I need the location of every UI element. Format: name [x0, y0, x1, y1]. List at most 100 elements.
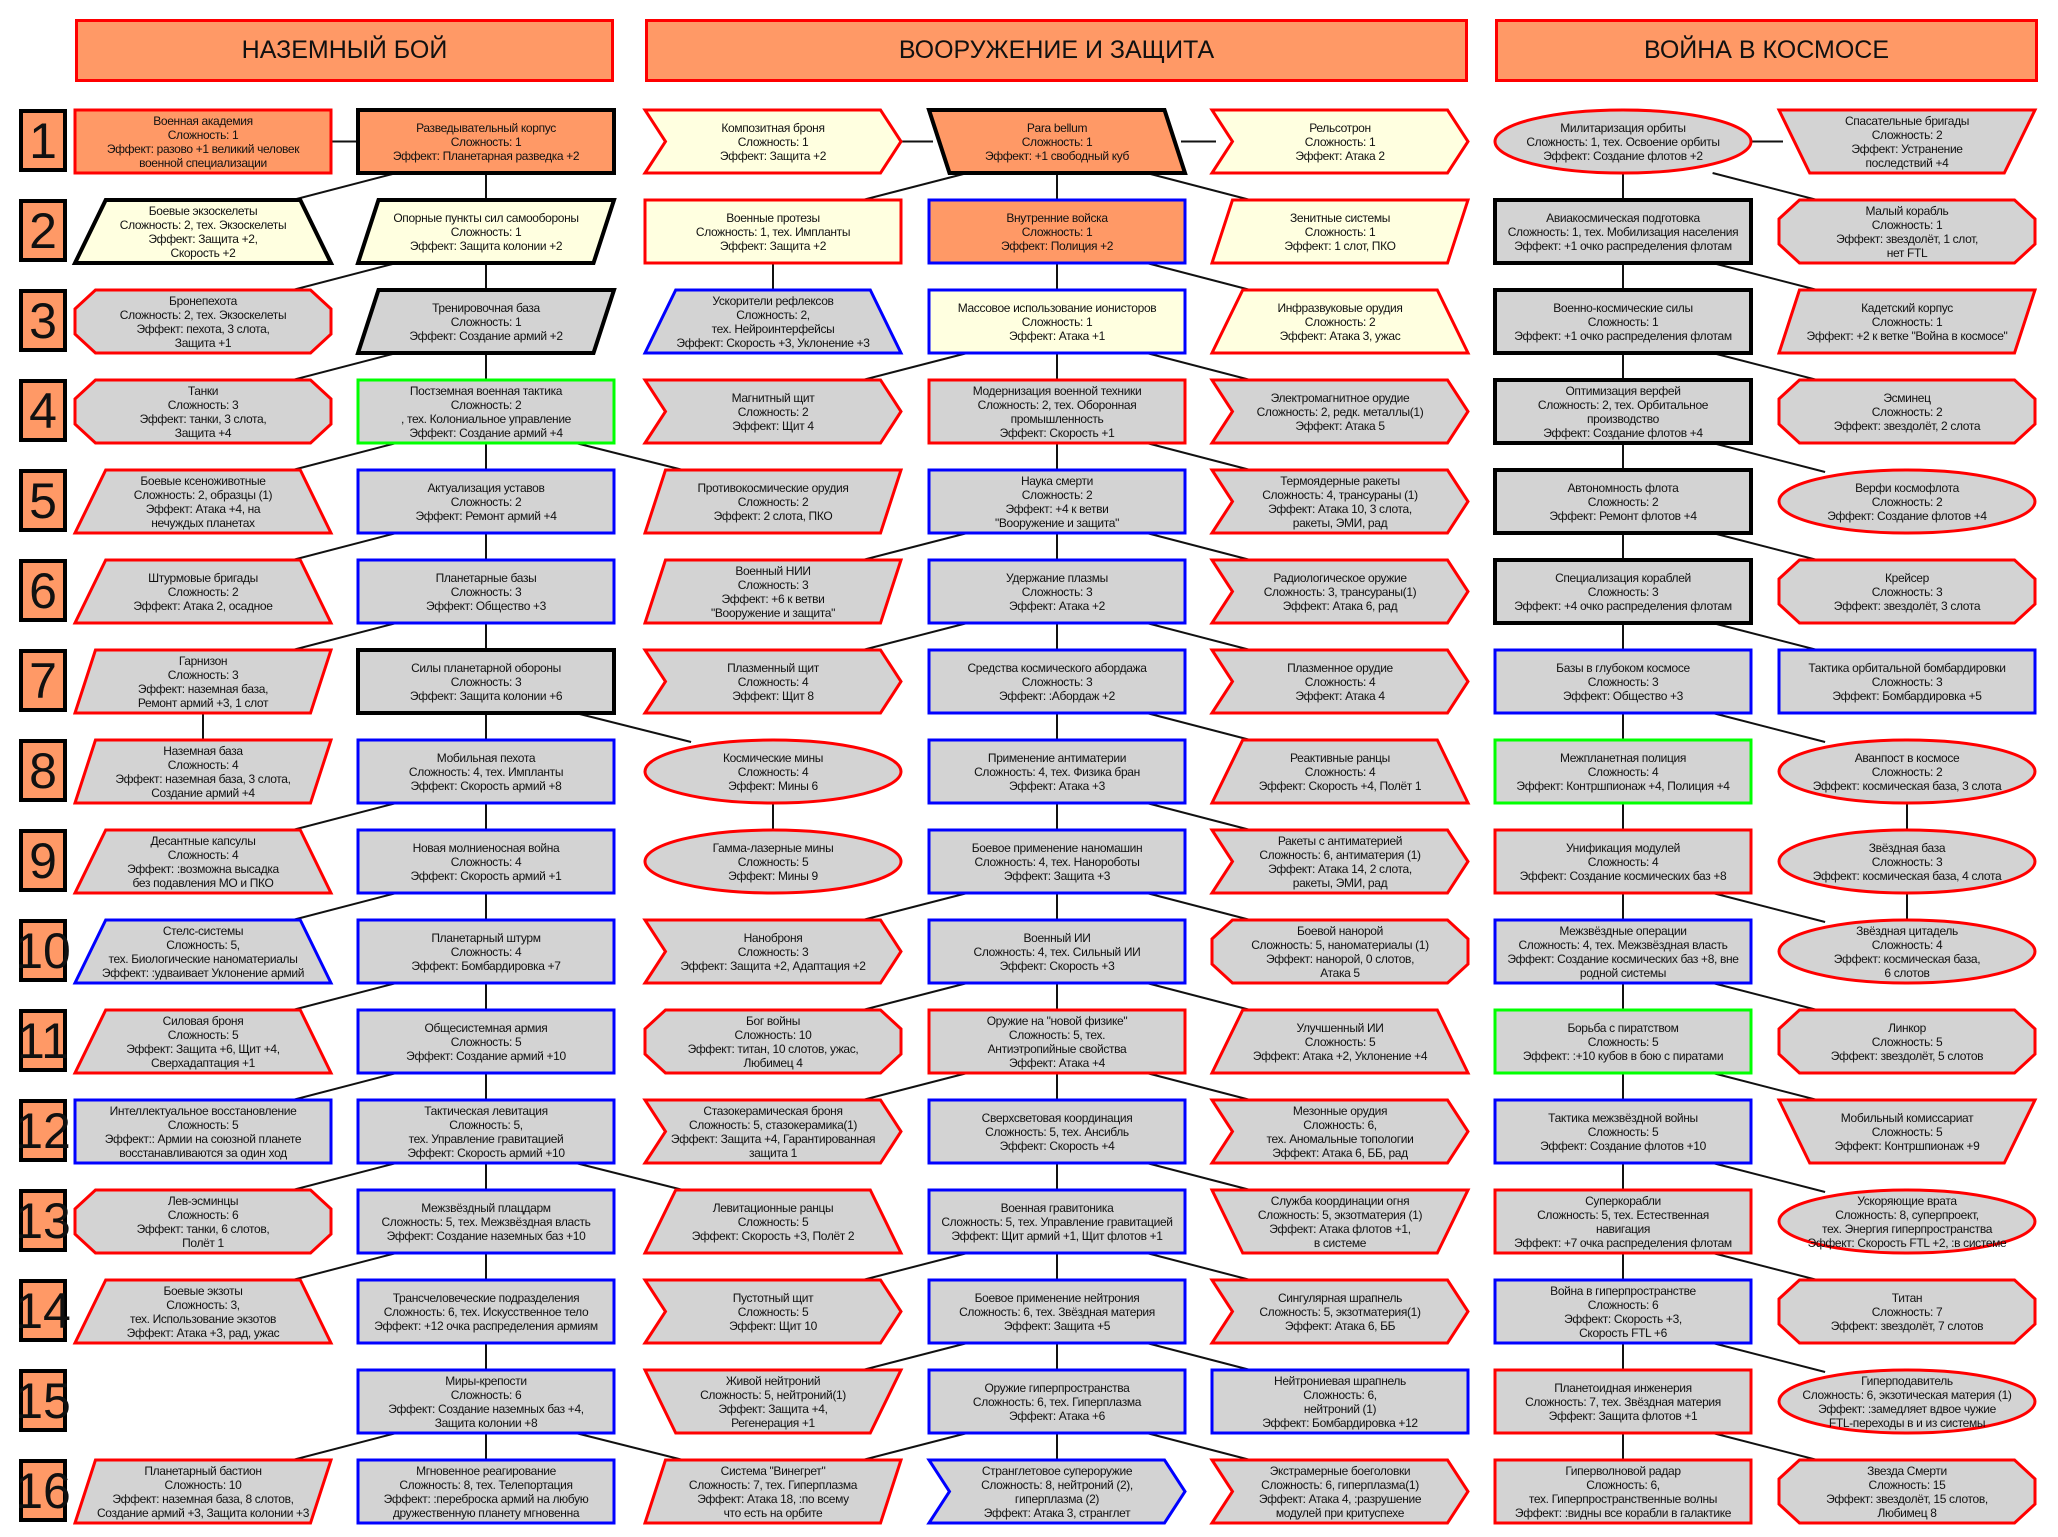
node-detail: Сложность: 2	[1871, 404, 1943, 419]
node-title: Авиакосмическая подготовка	[1546, 210, 1700, 225]
node-shape-octagon	[1779, 1010, 2035, 1073]
connector-line	[575, 1162, 692, 1193]
node-detail: Сложность: 6,	[1303, 1387, 1377, 1402]
node-title: Боевой нанорой	[1297, 923, 1383, 938]
node-title: Боевые экзоты	[163, 1283, 243, 1298]
node-title: Стазокерамическая броня	[703, 1103, 843, 1118]
node-title: Живой нейтроний	[725, 1373, 821, 1388]
node-title: Межпланетная полиция	[1559, 750, 1687, 765]
node-detail: Сложность: 2	[737, 494, 809, 509]
node-detail: Сложность: 2, тех. Орбитальное	[1537, 397, 1709, 412]
node-detail: Эффект: Общество +3	[426, 598, 546, 613]
node-detail: Сложность: 3	[167, 667, 239, 682]
node-detail: Эффект: космическая база,	[1833, 951, 1981, 966]
node-title: Специализация кораблей	[1555, 570, 1691, 585]
node-title: Космические мины	[722, 750, 824, 765]
node-title: Гамма-лазерные мины	[712, 840, 834, 855]
node-detail: Эффект: +7 очка распределения флотам	[1514, 1235, 1732, 1250]
node-shape-trapezoid	[1212, 290, 1468, 353]
connector-line	[1146, 712, 1259, 743]
connector-line	[1146, 172, 1259, 203]
connector-line	[854, 1342, 968, 1373]
connector-line	[1146, 982, 1259, 1013]
node-shape-inverted-trapezoid	[1779, 110, 2035, 173]
node-detail: Эффект: Скорость +4, Полёт 1	[1258, 778, 1422, 793]
node-title: Массовое использование ионисторов	[957, 300, 1157, 315]
node-title: Эсминец	[1883, 390, 1931, 405]
node-detail: 6 слотов	[1884, 965, 1930, 980]
node-detail: Сложность: 5	[1587, 1124, 1659, 1139]
node-detail: Эффект: Скорость +4	[999, 1138, 1115, 1153]
node-detail: Сложность: 4	[737, 674, 809, 689]
node-detail: Сложность: 3	[1021, 674, 1093, 689]
node-shape-chevron	[645, 650, 901, 713]
node-shape-rectangle	[1495, 1280, 1751, 1343]
node-title: Электромагнитное орудие	[1270, 390, 1410, 405]
node-detail: Эффект: Создание флотов +4	[1543, 425, 1703, 440]
node-title: Сверхсветовая координация	[981, 1110, 1133, 1125]
node-title: Оружие на "новой физике"	[986, 1013, 1128, 1028]
node-title: Внутренние войска	[1006, 210, 1108, 225]
connector-line	[1712, 172, 1826, 203]
connector-line	[854, 622, 968, 653]
node-detail: Сложность: 2,	[736, 307, 810, 322]
node-shape-ellipse	[1779, 1190, 2035, 1253]
node-detail: Сложность: 3	[737, 944, 809, 959]
tier-number: 14	[15, 1279, 71, 1342]
node-detail: Сложность: 3	[1587, 584, 1659, 599]
node-title: Силовая броня	[162, 1013, 244, 1028]
node-detail: Сложность: 1	[1021, 224, 1093, 239]
connector-line	[1146, 1252, 1259, 1283]
node-title: Военные протезы	[726, 210, 820, 225]
node-detail: Эффект: звездолёт, 1 слот,	[1836, 231, 1978, 246]
node-shape-rectangle	[358, 1280, 614, 1343]
node-shape-rectangle	[1212, 1370, 1468, 1433]
node-title: Милитаризация орбиты	[1560, 120, 1686, 135]
node-title: Ускоряющие врата	[1857, 1193, 1957, 1208]
node-title: Бронепехота	[169, 293, 237, 308]
node-title: Кадетский корпус	[1861, 300, 1953, 315]
node-detail: Сложность: 3	[1871, 854, 1943, 869]
node-title: Автономность флота	[1567, 480, 1679, 495]
connector-line	[284, 1162, 397, 1193]
node-title: Плазменный щит	[727, 660, 819, 675]
tech-node: Оружие на "новой физике"Сложность: 5, те…	[929, 1010, 1185, 1073]
node-detail: Эффект: Атака +3	[1009, 778, 1105, 793]
node-title: Военная академия	[153, 113, 253, 128]
node-shape-parallelogram-right	[75, 1460, 331, 1523]
node-shape-rectangle	[1495, 1460, 1751, 1523]
node-detail: Сложность: 1	[1021, 134, 1093, 149]
node-shape-rectangle	[929, 650, 1185, 713]
node-detail: Сложность: 4, тех. Импланты	[408, 764, 564, 779]
node-title: Para bellum	[1026, 120, 1088, 135]
node-shape-ellipse	[1779, 470, 2035, 533]
